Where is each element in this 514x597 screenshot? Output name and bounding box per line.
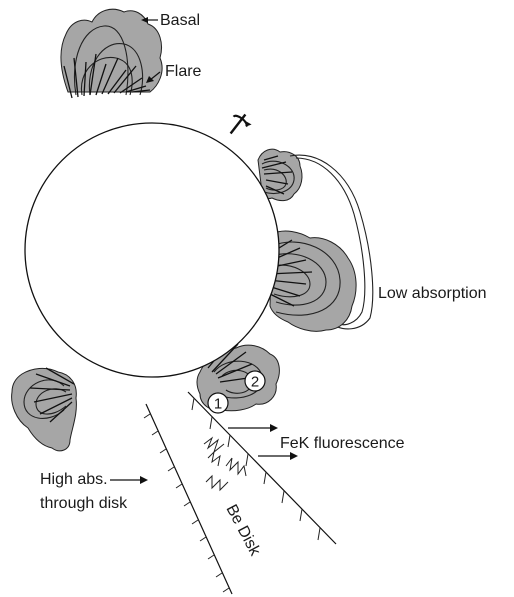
marker-1: 1 bbox=[208, 393, 228, 413]
star-body bbox=[25, 123, 279, 377]
label-flare: Flare bbox=[165, 63, 202, 80]
be-disk bbox=[144, 392, 336, 594]
disk-edge-left bbox=[146, 404, 232, 594]
label-basal: Basal bbox=[160, 12, 200, 29]
marker-1-label: 1 bbox=[214, 396, 222, 413]
disk-edge-right-hatches bbox=[192, 398, 320, 540]
label-fek-fluorescence: FeK fluorescence bbox=[280, 435, 405, 452]
label-low-absorption: Low absorption bbox=[378, 285, 487, 302]
label-be-disk: Be Disk bbox=[222, 502, 263, 560]
left-lower-plasma-region bbox=[12, 368, 77, 451]
disk-edge-right bbox=[188, 392, 336, 544]
marker-2-label: 2 bbox=[251, 374, 259, 391]
label-high-abs-line2: through disk bbox=[40, 495, 128, 512]
label-high-abs-line1: High abs. bbox=[40, 471, 108, 488]
disk-edge-left-hatches bbox=[144, 414, 229, 592]
rotation-axis-icon bbox=[224, 110, 254, 141]
top-plasma-region bbox=[61, 9, 162, 98]
marker-2: 2 bbox=[245, 371, 265, 391]
